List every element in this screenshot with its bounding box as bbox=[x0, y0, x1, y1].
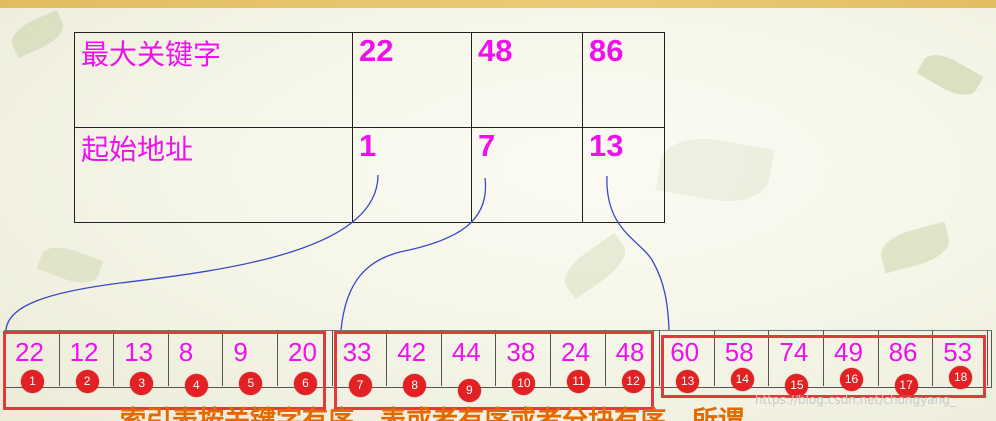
element-cell bbox=[823, 330, 879, 386]
element-cell bbox=[714, 330, 770, 386]
block-2-frame bbox=[334, 331, 654, 410]
position-badge: 9 bbox=[457, 379, 481, 402]
position-badge: 13 bbox=[676, 370, 700, 393]
position-badge: 10 bbox=[512, 372, 536, 395]
position-badge: 11 bbox=[567, 370, 590, 393]
element-value: 22 bbox=[15, 337, 44, 367]
start-address-cell: 1 bbox=[352, 127, 472, 223]
top-title-strip bbox=[0, 0, 996, 8]
element-value: 12 bbox=[69, 337, 99, 367]
max-key-cell: 86 bbox=[582, 32, 665, 128]
pointer-line-block-3 bbox=[606, 175, 670, 331]
element-value: 48 bbox=[615, 337, 645, 367]
element-cell bbox=[932, 330, 988, 386]
element-cell bbox=[4, 330, 60, 386]
watermark: https://blog.csdn.net/chongyang_ bbox=[755, 393, 956, 407]
element-value: 74 bbox=[779, 337, 809, 367]
element-cell bbox=[495, 330, 551, 386]
max-key-cell: 22 bbox=[352, 32, 472, 128]
element-value: 42 bbox=[397, 337, 427, 367]
position-badge: 6 bbox=[294, 372, 317, 395]
element-value: 33 bbox=[342, 337, 372, 367]
element-cell bbox=[878, 330, 934, 386]
element-value: 86 bbox=[888, 337, 918, 367]
element-cell bbox=[768, 330, 824, 386]
block-3-frame bbox=[661, 335, 986, 398]
position-badge: 4 bbox=[184, 374, 208, 397]
start-address-row-label: 起始地址 bbox=[74, 127, 353, 223]
element-value: 9 bbox=[233, 337, 248, 367]
element-value: 60 bbox=[670, 337, 700, 367]
index-table: 最大关键字 22 48 86 起始地址 1 7 13 bbox=[74, 32, 665, 223]
pointer-line-block-2 bbox=[340, 177, 487, 331]
element-value: 44 bbox=[451, 337, 481, 367]
element-value: 38 bbox=[506, 337, 536, 367]
start-address-cell: 13 bbox=[582, 127, 665, 223]
bottom-note: 索引表按关键字有序，表或者有序或者分块有序，所谓 bbox=[120, 405, 745, 421]
position-badge: 5 bbox=[239, 372, 263, 395]
element-value: 24 bbox=[561, 337, 590, 367]
element-cell bbox=[59, 330, 115, 386]
max-key-cell: 48 bbox=[471, 32, 583, 128]
position-badge: 7 bbox=[348, 374, 372, 397]
element-cell bbox=[659, 330, 715, 386]
element-cell bbox=[168, 330, 224, 386]
position-badge: 1 bbox=[21, 370, 44, 393]
element-cell bbox=[222, 330, 278, 386]
element-cell bbox=[386, 330, 442, 386]
element-cell bbox=[441, 330, 497, 386]
element-value: 13 bbox=[124, 337, 154, 367]
element-value: 20 bbox=[288, 337, 317, 367]
element-cell bbox=[113, 330, 169, 386]
position-badge: 18 bbox=[949, 366, 973, 389]
position-badge: 2 bbox=[75, 370, 99, 393]
position-badge: 16 bbox=[840, 368, 863, 391]
element-cell bbox=[605, 330, 661, 386]
element-value: 8 bbox=[178, 337, 194, 367]
element-cell bbox=[332, 330, 388, 386]
position-badge: 14 bbox=[730, 368, 754, 391]
position-badge: 17 bbox=[894, 374, 918, 397]
element-cell bbox=[277, 330, 333, 386]
element-value: 53 bbox=[943, 337, 973, 367]
element-cell bbox=[550, 330, 606, 386]
position-badge: 15 bbox=[785, 374, 809, 397]
element-value: 49 bbox=[834, 337, 863, 367]
position-badge: 8 bbox=[403, 374, 427, 397]
max-key-row-label: 最大关键字 bbox=[74, 32, 353, 128]
start-address-cell: 7 bbox=[471, 127, 583, 223]
pointer-line-block-1 bbox=[5, 174, 379, 331]
block-1-frame bbox=[3, 331, 326, 410]
position-badge: 12 bbox=[621, 370, 645, 393]
element-value: 58 bbox=[724, 337, 754, 367]
position-badge: 3 bbox=[130, 372, 154, 395]
